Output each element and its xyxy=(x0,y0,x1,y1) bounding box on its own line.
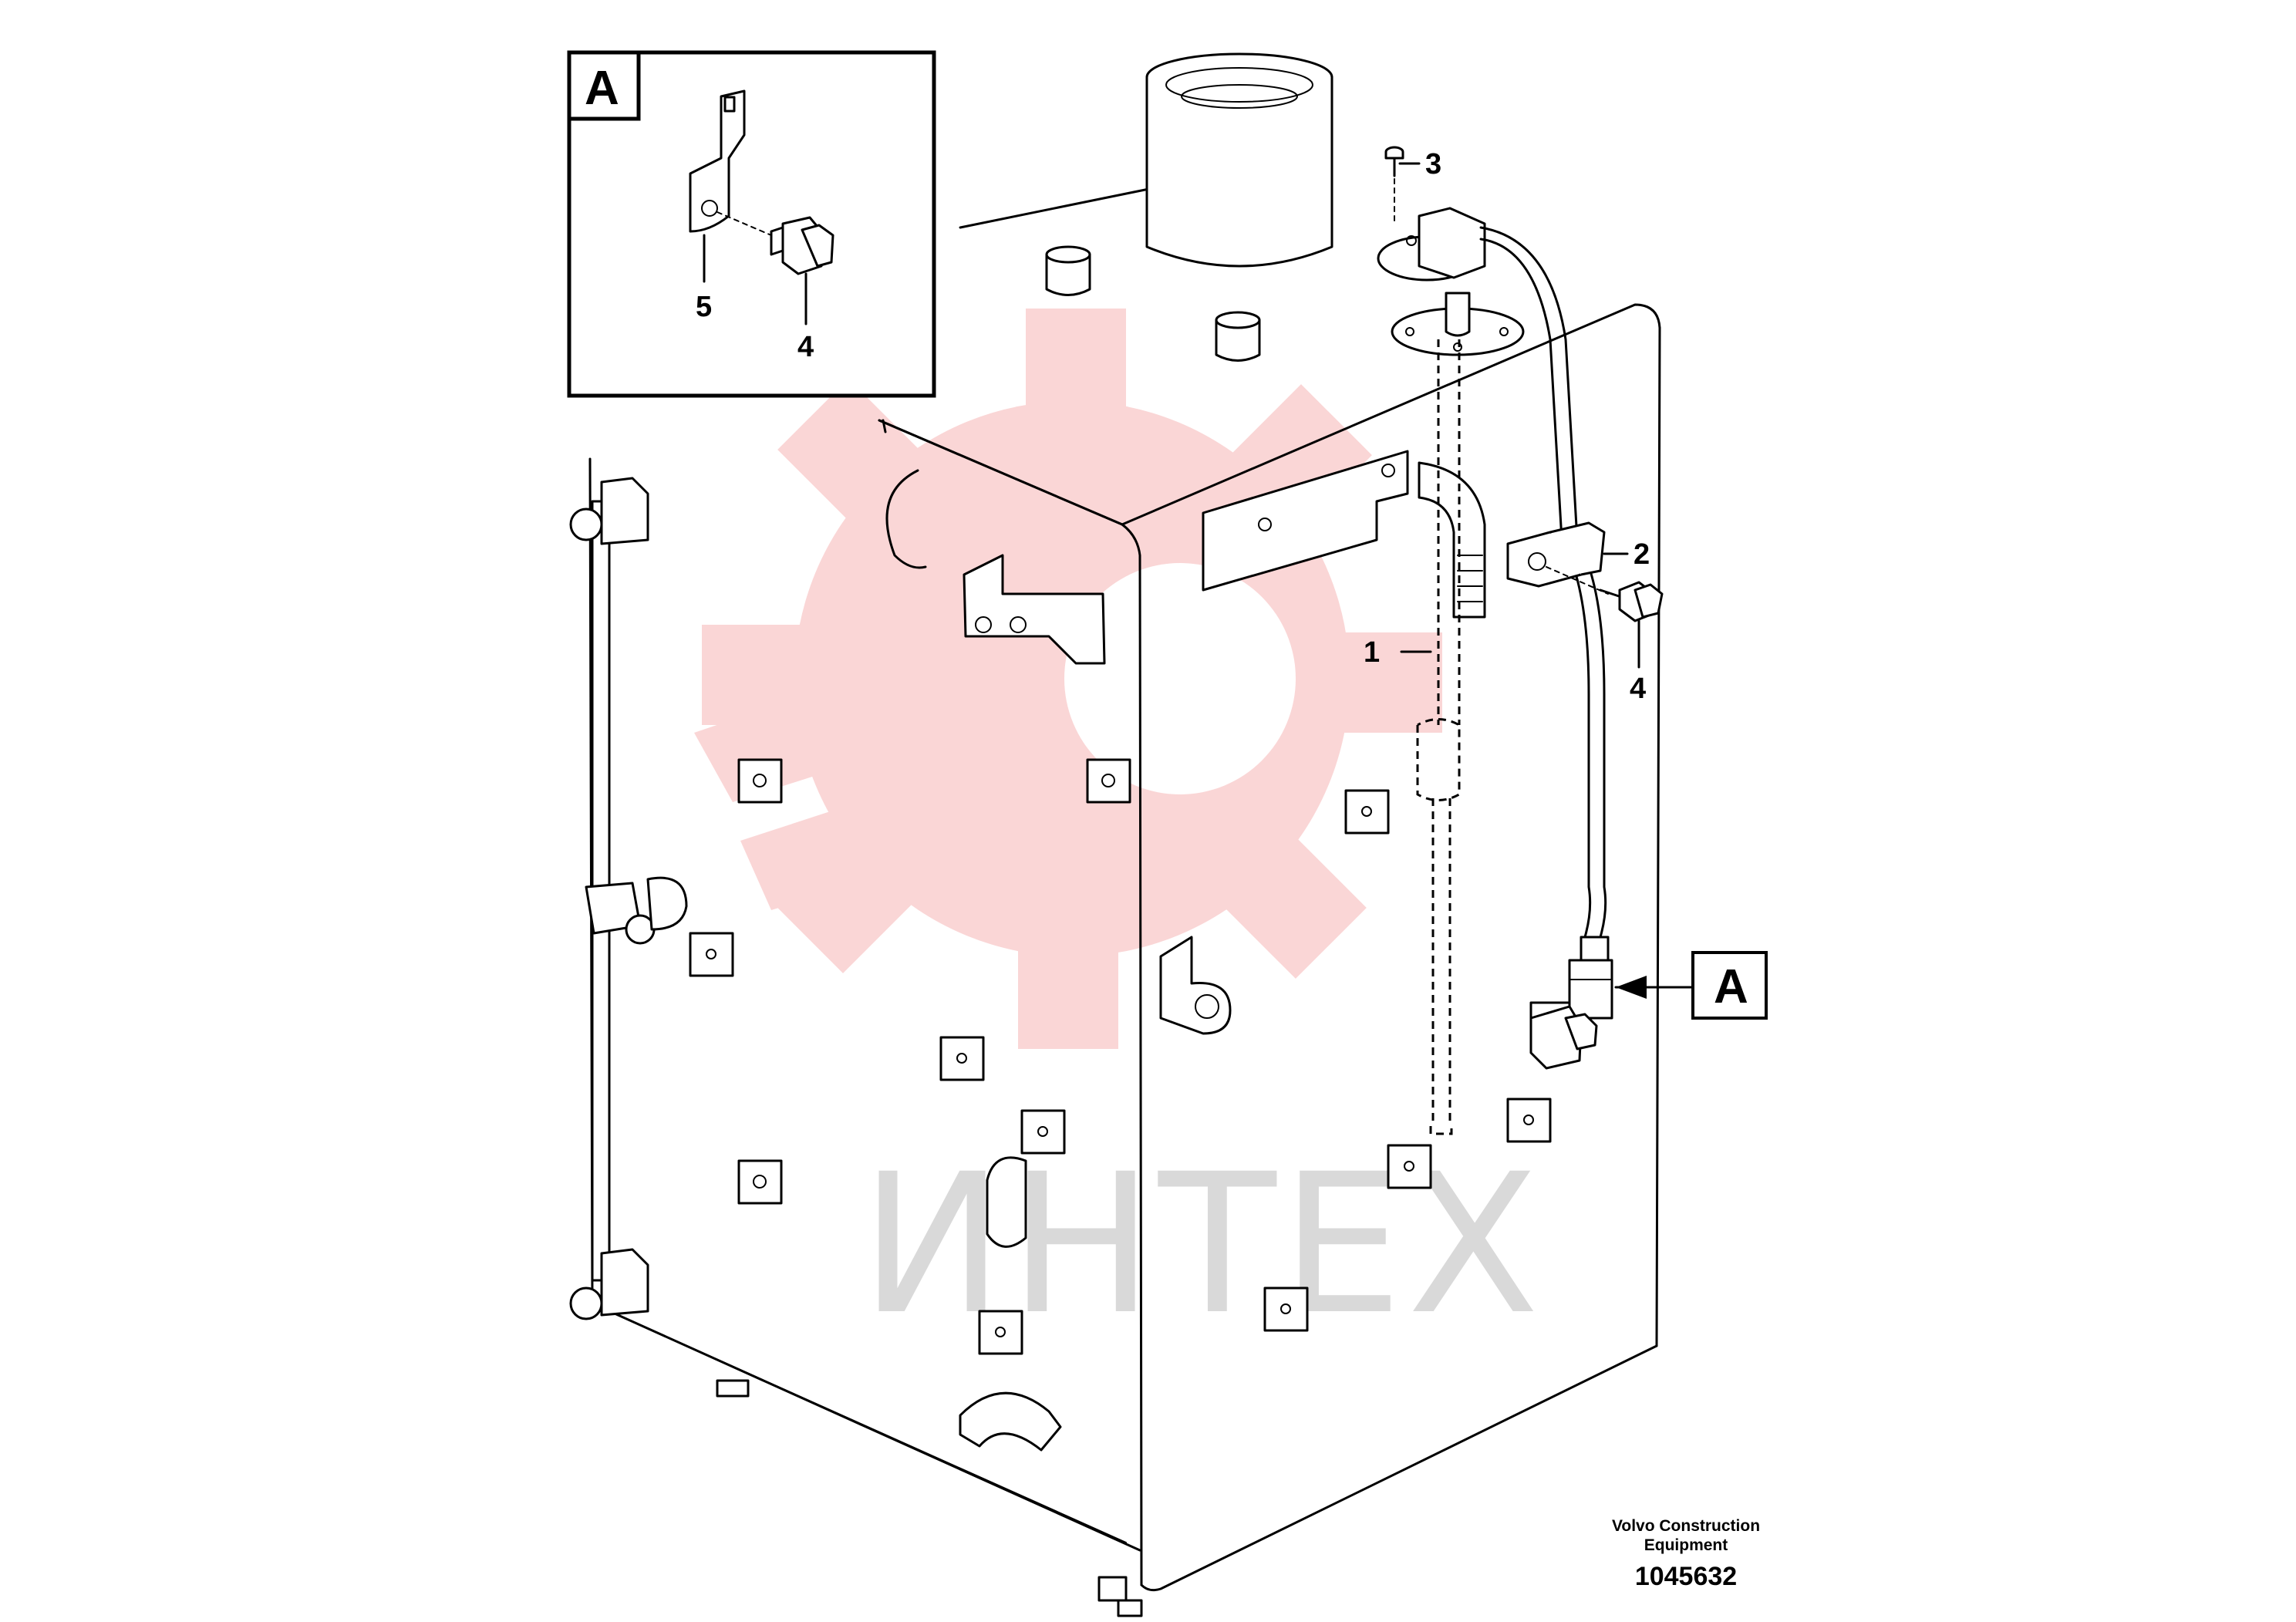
view-reference-a: A xyxy=(1614,951,1768,1020)
hose-hook xyxy=(885,469,927,569)
callout-1: 1 xyxy=(1364,636,1432,669)
face-clip xyxy=(1159,936,1232,1035)
level-sensor-head xyxy=(1377,207,1486,282)
side-rod xyxy=(569,477,688,1320)
watermark-gear-logo xyxy=(694,309,1442,1049)
top-bracket xyxy=(1202,450,1409,592)
svg-text:4: 4 xyxy=(1630,673,1646,705)
inset-callout-4: 4 xyxy=(797,331,814,363)
connector-bolt xyxy=(1529,1005,1598,1070)
svg-text:1: 1 xyxy=(1364,636,1380,669)
bottom-hook xyxy=(959,1391,1062,1452)
top-spacers xyxy=(1045,245,1261,362)
callout-3: 3 xyxy=(1398,148,1441,180)
callout-2: 2 xyxy=(1603,538,1650,571)
part-2-cable-clip xyxy=(1506,521,1606,588)
svg-text:2: 2 xyxy=(1633,538,1650,571)
return-pipe xyxy=(1418,461,1486,619)
svg-text:A: A xyxy=(1714,960,1748,1013)
inset-detail-a: A 5 4 xyxy=(567,50,936,398)
callout-4: 4 xyxy=(1630,619,1646,705)
part-4-bolt xyxy=(1546,566,1664,622)
drawing-number: 1045632 xyxy=(1635,1562,1737,1591)
bottom-feet xyxy=(716,1379,1143,1617)
watermark-text: ИНТЕХ xyxy=(860,1132,1544,1357)
footer-company-line2: Equipment xyxy=(1644,1536,1728,1554)
side-bracket xyxy=(963,554,1106,665)
inset-callout-5: 5 xyxy=(696,291,712,323)
part-1-level-sensor-tube xyxy=(1391,292,1525,1135)
svg-text:3: 3 xyxy=(1425,148,1441,180)
filler-neck xyxy=(1145,52,1333,268)
footer-company-line1: Volvo Construction xyxy=(1612,1517,1760,1535)
part-3-screw xyxy=(1384,146,1404,224)
face-spacer xyxy=(986,1156,1027,1248)
inset-label: A xyxy=(585,62,619,115)
mounting-pads xyxy=(689,758,1575,1355)
footer-block: Volvo Construction Equipment 1045632 xyxy=(1612,1517,1760,1591)
